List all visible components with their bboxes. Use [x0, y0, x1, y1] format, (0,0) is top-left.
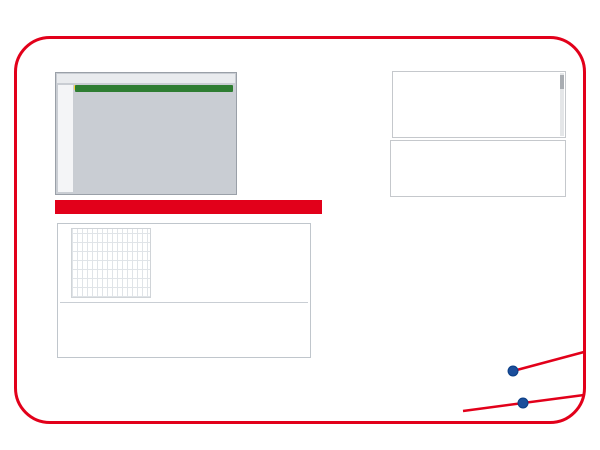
code-editor-screenshot	[392, 71, 566, 138]
blockly-palette	[58, 85, 73, 192]
sheet-table	[60, 302, 308, 356]
code-lines	[396, 74, 557, 135]
flowchart-screenshot	[330, 225, 560, 363]
flow-panel	[330, 225, 560, 363]
sheet-grid	[71, 228, 151, 298]
red-divider-bar	[55, 200, 322, 214]
scrollbar-thumb	[560, 75, 564, 89]
log-list-screenshot	[390, 140, 566, 197]
blockly-toolbar	[57, 74, 235, 90]
blockly-canvas	[75, 94, 234, 192]
blockly-header-block	[75, 85, 233, 92]
scrollbar	[560, 73, 564, 136]
status-board-screenshot	[240, 82, 336, 196]
spreadsheet-screenshot	[57, 223, 311, 358]
blockly-editor-screenshot	[55, 72, 237, 195]
